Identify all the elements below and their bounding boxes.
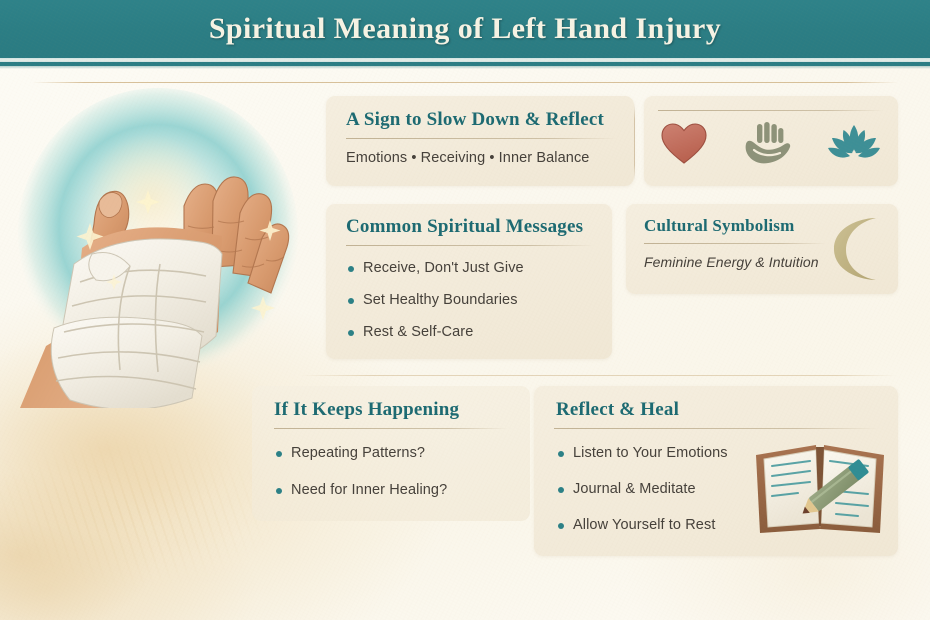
icon-row [644,122,898,166]
open-palm-icon [740,122,794,166]
card-cultural-rule [644,243,826,244]
divider-middle [300,375,896,376]
icon-panel-rule [658,110,884,111]
lotus-icon [826,123,882,165]
open-book-pencil-icon [750,433,890,550]
keeps-happening-list: Repeating Patterns? Need for Inner Heali… [252,429,530,498]
crescent-moon-icon [824,216,886,287]
list-item: Allow Yourself to Rest [556,517,781,533]
card-reflect-and-heal: Reflect & Heal Listen to Your Emotions J… [534,386,898,556]
card-messages-title: Common Spiritual Messages [346,216,584,237]
messages-list: Receive, Don't Just Give Set Healthy Bou… [326,246,612,340]
divider-top [32,82,898,83]
card-slow-down-subtitle: Emotions • Receiving • Inner Balance [346,150,590,166]
reflect-heal-list: Listen to Your Emotions Journal & Medita… [534,429,781,533]
vertical-divider [634,104,635,180]
card-slow-down-rule [346,138,616,139]
list-item: Journal & Meditate [556,481,781,497]
icon-panel [644,96,898,186]
page-title: Spiritual Meaning of Left Hand Injury [208,12,722,45]
bandaged-left-hand-illustration [18,88,298,408]
card-keeps-rule [274,428,508,429]
card-keeps-title: If It Keeps Happening [274,399,460,420]
list-item: Set Healthy Boundaries [346,292,612,308]
card-cultural-title: Cultural Symbolism [644,216,795,235]
heart-icon [660,122,708,166]
header-stripe-light [0,58,930,62]
card-common-spiritual-messages: Common Spiritual Messages Receive, Don't… [326,204,612,359]
list-item: Listen to Your Emotions [556,445,781,461]
list-item: Rest & Self-Care [346,324,612,340]
list-item: Need for Inner Healing? [274,482,530,498]
card-slow-down-reflect: A Sign to Slow Down & Reflect Emotions •… [326,96,634,186]
list-item: Receive, Don't Just Give [346,260,612,276]
card-cultural-symbolism: Cultural Symbolism Feminine Energy & Int… [626,204,898,294]
card-cultural-subtitle: Feminine Energy & Intuition [644,254,819,270]
header-bar: Spiritual Meaning of Left Hand Injury [0,0,930,58]
card-messages-rule [346,245,594,246]
header-stripe-fade [0,66,930,69]
card-if-it-keeps-happening: If It Keeps Happening Repeating Patterns… [252,386,530,521]
header-stripe-dark [0,62,930,66]
card-slow-down-title: A Sign to Slow Down & Reflect [346,109,605,130]
card-reflect-rule [554,428,878,429]
list-item: Repeating Patterns? [274,445,530,461]
card-reflect-title: Reflect & Heal [556,399,680,420]
